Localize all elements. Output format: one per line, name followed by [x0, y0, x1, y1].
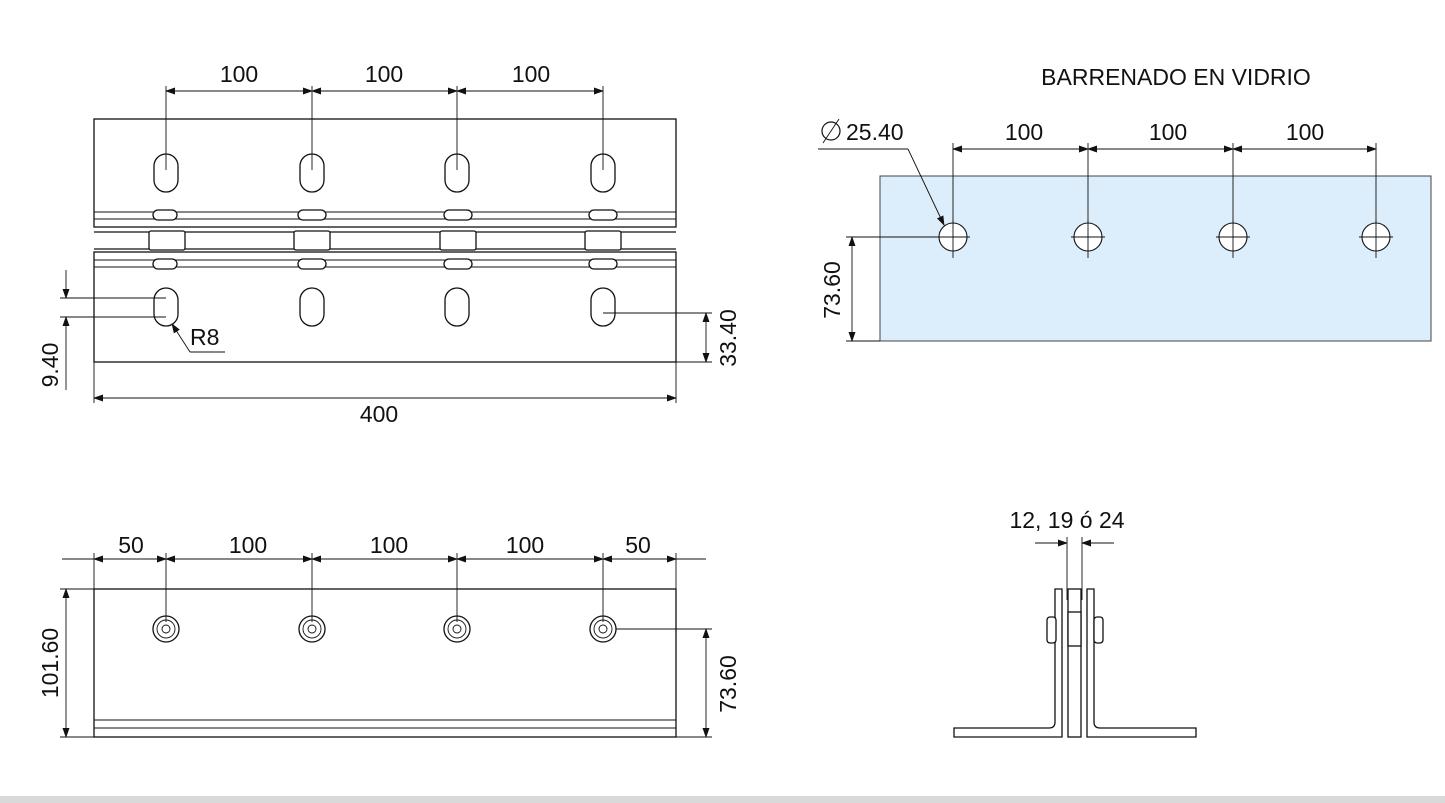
hole-diameter: 25.40	[846, 119, 904, 145]
bolt-head-left	[1046, 616, 1057, 644]
top-spacing-dims: 100 100 100	[165, 61, 604, 170]
glass-hole-4	[1359, 220, 1393, 258]
bolt-2	[293, 209, 331, 270]
glass-height-dim: 73.60	[819, 236, 938, 342]
front-spacing-dims: 50 100 100 100 50	[62, 532, 706, 622]
dim-front-hole-height: 73.60	[715, 655, 741, 713]
dim-top-spacing-1: 100	[220, 61, 258, 87]
glass-panel	[879, 175, 1432, 342]
dim-right-offset: 33.40	[715, 309, 741, 367]
dim-front-spacing-3: 100	[370, 532, 408, 558]
dim-front-spacing-2: 100	[229, 532, 267, 558]
slots-and-bolts	[148, 153, 622, 327]
radius-label: R8	[190, 324, 219, 350]
diameter-icon	[821, 121, 841, 141]
slot-lower-4	[590, 287, 616, 327]
glass-hole-3	[1216, 220, 1250, 258]
front-height-dim: 101.60	[37, 588, 94, 738]
top-view: 100 100 100 400 9.40 R8	[37, 61, 741, 427]
dim-glass-spacing-2: 100	[1149, 119, 1187, 145]
dim-top-spacing-3: 100	[512, 61, 550, 87]
dim-overall-width: 400	[360, 401, 398, 427]
glass-view-title: BARRENADO EN VIDRIO	[1041, 64, 1311, 90]
left-angle-bracket	[953, 588, 1063, 738]
glass-section	[1067, 588, 1082, 738]
overall-width-dim: 400	[93, 362, 677, 427]
bolt-3	[439, 209, 477, 270]
glass-thickness-label: 12, 19 ó 24	[1009, 507, 1124, 533]
side-view: 12, 19 ó 24	[953, 507, 1197, 738]
dim-glass-height: 73.60	[819, 261, 845, 319]
glass-spacing-dims: 100 100 100	[952, 119, 1377, 222]
dim-glass-spacing-3: 100	[1286, 119, 1324, 145]
upper-plate	[93, 118, 677, 228]
bolt-head-right	[1093, 616, 1104, 644]
glass-hole-1	[936, 220, 970, 258]
lower-plate	[93, 251, 677, 363]
right-angle-bracket	[1086, 588, 1197, 738]
dim-front-spacing-5: 50	[625, 532, 651, 558]
bolt-sleeve	[1067, 611, 1082, 647]
dim-left-offset: 9.40	[37, 343, 63, 388]
right-offset-dim: 33.40	[603, 309, 741, 367]
front-hole-height-dim: 73.60	[616, 628, 741, 738]
bolt-1	[148, 209, 186, 270]
diameter-leader: 25.40	[818, 118, 945, 226]
dim-glass-spacing-1: 100	[1005, 119, 1043, 145]
glass-holes	[936, 220, 1393, 258]
left-offset-dim: 9.40	[37, 270, 166, 390]
bottom-scrollbar-track[interactable]	[0, 796, 1445, 803]
glass-view: BARRENADO EN VIDRIO	[818, 64, 1432, 342]
slot-lower-3	[444, 287, 470, 327]
bolt-4	[584, 209, 622, 270]
slot-lower-2	[299, 287, 325, 327]
radius-leader: R8	[171, 323, 225, 353]
glass-hole-2	[1071, 220, 1105, 258]
dim-front-spacing-1: 50	[118, 532, 144, 558]
front-bolts	[152, 615, 617, 643]
dim-front-height: 101.60	[37, 628, 63, 698]
dim-top-spacing-2: 100	[365, 61, 403, 87]
dim-front-spacing-4: 100	[506, 532, 544, 558]
front-plate	[93, 588, 677, 738]
slot-lower-1	[153, 287, 179, 327]
front-view: 50 100 100 100 50 101.60 73.60	[37, 532, 741, 738]
